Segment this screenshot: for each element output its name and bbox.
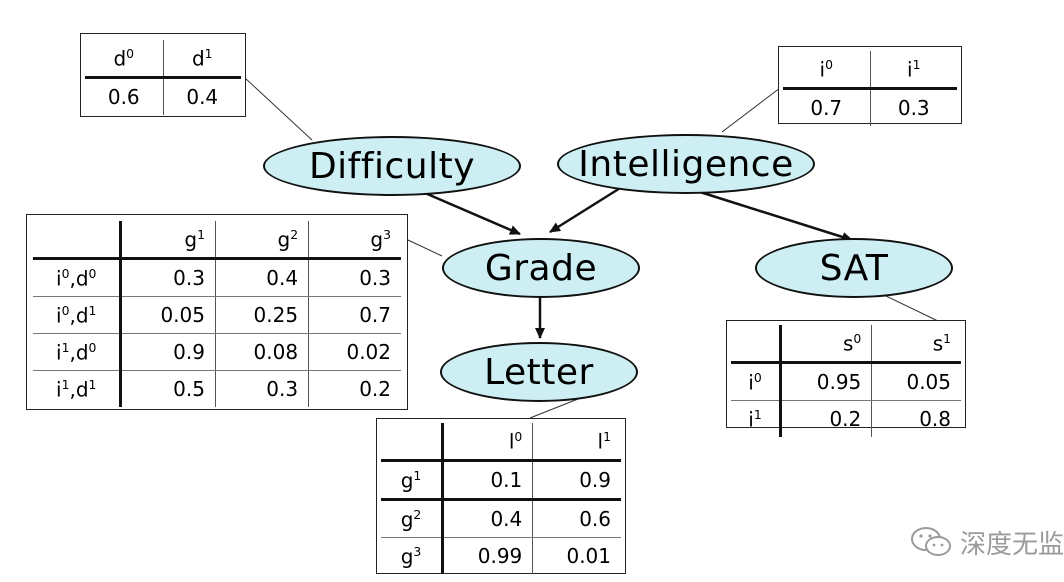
node-intelligence: Intelligence	[557, 134, 815, 194]
watermark-text: 深度无监	[959, 529, 1064, 560]
cell: 0.3	[308, 258, 401, 297]
table-row: i1 0.2 0.8	[731, 400, 961, 437]
cell: 0.08	[215, 333, 310, 371]
cell: 0.4	[215, 258, 310, 297]
table-row: i0,d0 0.3 0.4 0.3	[33, 258, 401, 297]
row-label-i0d0: i0,d0	[33, 258, 123, 297]
cpt-difficulty: d0 d1 0.6 0.4	[80, 33, 246, 117]
cell: 0.7	[308, 296, 401, 334]
table-row: i0 0.95 0.05	[731, 362, 961, 401]
value-i0: 0.7	[783, 88, 871, 126]
cell: 0.25	[215, 296, 310, 334]
row-label-g2: g2	[381, 499, 444, 538]
row-label-g1: g1	[381, 460, 444, 501]
header-corner	[731, 325, 782, 364]
cell: 0.2	[359, 377, 391, 401]
cell: 0.05	[871, 362, 961, 401]
cell: 0.1	[442, 460, 534, 501]
table-row: i1,d1 0.5 0.3 0.2	[33, 370, 401, 407]
table-row: g2 0.4 0.6	[381, 499, 621, 538]
header-s0: s0	[780, 325, 873, 364]
table-row: g1 0.1 0.9	[381, 460, 621, 501]
node-sat: SAT	[755, 238, 953, 298]
row-label-i0d1: i0,d1	[33, 296, 123, 334]
cpt-sat-table: s0 s1 i0 0.95 0.05 i1 0.2 0.8	[731, 325, 961, 437]
cpt-intelligence-table: i0 i1 0.7 0.3	[783, 51, 957, 126]
cpt-intelligence: i0 i1 0.7 0.3	[778, 46, 962, 126]
table-row: i0,d1 0.05 0.25 0.7	[33, 296, 401, 334]
node-difficulty: Difficulty	[263, 136, 521, 196]
header-g2: g2	[215, 221, 310, 260]
cell: 0.3	[215, 370, 310, 407]
watermark: 深度无监	[908, 522, 1064, 562]
cell: 0.8	[919, 407, 951, 431]
value-i1: 0.3	[897, 96, 930, 120]
header-i1: i1	[870, 51, 957, 90]
header-corner	[381, 423, 444, 462]
edge-difficulty-grade	[417, 188, 521, 236]
cell: 0.99	[442, 537, 534, 574]
edge-intelligence-grade	[549, 183, 626, 234]
table-row: i1,d0 0.9 0.08 0.02	[33, 333, 401, 371]
edge-intelligence-sat	[699, 190, 853, 242]
header-s1: s1	[871, 325, 961, 364]
node-letter: Letter	[440, 342, 638, 402]
header-l1: l1	[532, 423, 621, 462]
header-corner	[33, 221, 123, 260]
header-l0: l0	[442, 423, 534, 462]
cell: 0.01	[566, 544, 611, 568]
cpt-grade-table: g1 g2 g3 i0,d0 0.3 0.4 0.3 i0,d1 0.05 0.…	[33, 221, 401, 407]
cell: 0.9	[120, 333, 216, 371]
row-label-i1d1: i1,d1	[33, 370, 123, 407]
cell: 0.5	[120, 370, 216, 407]
cell: 0.6	[532, 499, 621, 538]
callout-grade	[407, 239, 443, 257]
cpt-sat: s0 s1 i0 0.95 0.05 i1 0.2 0.8	[726, 320, 966, 437]
cpt-letter-table: l0 l1 g1 0.1 0.9 g2 0.4 0.6 g3 0.99 0.01	[381, 423, 621, 574]
cell: 0.95	[780, 362, 873, 401]
cpt-grade: g1 g2 g3 i0,d0 0.3 0.4 0.3 i0,d1 0.05 0.…	[26, 214, 408, 410]
table-row: g3 0.99 0.01	[381, 537, 621, 574]
node-grade: Grade	[442, 238, 640, 298]
value-d1: 0.4	[186, 85, 219, 109]
cell: 0.05	[120, 296, 216, 334]
callout-letter	[529, 398, 579, 419]
value-d0: 0.6	[85, 77, 164, 115]
header-d0: d0	[85, 40, 164, 79]
callout-difficulty	[244, 77, 313, 141]
callout-intelligence	[721, 87, 781, 133]
row-label-i0: i0	[731, 362, 782, 401]
wechat-icon	[910, 527, 951, 556]
header-g3: g3	[308, 221, 401, 260]
callout-sat	[885, 295, 941, 323]
cell: 0.3	[120, 258, 216, 297]
header-d1: d1	[163, 40, 241, 79]
cpt-letter: l0 l1 g1 0.1 0.9 g2 0.4 0.6 g3 0.99 0.01	[376, 418, 626, 574]
row-label-i1d0: i1,d0	[33, 333, 123, 371]
row-label-g3: g3	[381, 537, 444, 574]
cell: 0.2	[780, 400, 873, 437]
header-g1: g1	[120, 221, 216, 260]
cell: 0.4	[442, 499, 534, 538]
cell: 0.9	[532, 460, 621, 501]
cpt-difficulty-table: d0 d1 0.6 0.4	[85, 40, 241, 115]
cell: 0.02	[308, 333, 401, 371]
row-label-i1: i1	[731, 400, 782, 437]
header-i0: i0	[783, 51, 871, 90]
